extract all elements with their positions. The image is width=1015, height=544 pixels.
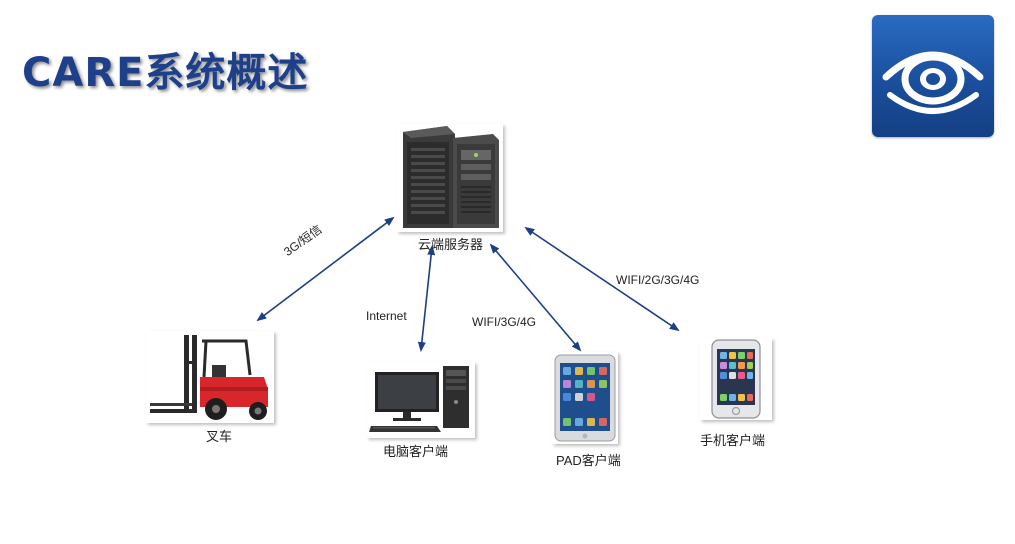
pad-label: PAD客户端 (556, 453, 621, 468)
link-label-pad: WIFI/3G/4G (472, 315, 537, 329)
smartphone-icon (700, 338, 772, 420)
arrow-server-forklift (256, 216, 395, 322)
phone-label: 手机客户端 (700, 433, 766, 448)
forklift-icon (146, 331, 274, 423)
pc-label: 电脑客户端 (383, 444, 449, 459)
link-label-phone: WIFI/2G/3G/4G (616, 273, 700, 287)
arrow-server-pad (489, 243, 582, 352)
desktop-computer-icon (367, 362, 475, 438)
forklift-label: 叉车 (206, 429, 233, 444)
server-tower-icon (397, 124, 503, 232)
page-title: CARE系统概述 (22, 50, 309, 96)
tablet-icon (552, 352, 618, 444)
eye-logo-icon (872, 15, 994, 137)
arrow-server-phone (524, 226, 680, 332)
arrow-server-pc (417, 245, 436, 352)
server-label: 云端服务器 (418, 237, 484, 252)
link-label-pc: Internet (366, 309, 407, 323)
